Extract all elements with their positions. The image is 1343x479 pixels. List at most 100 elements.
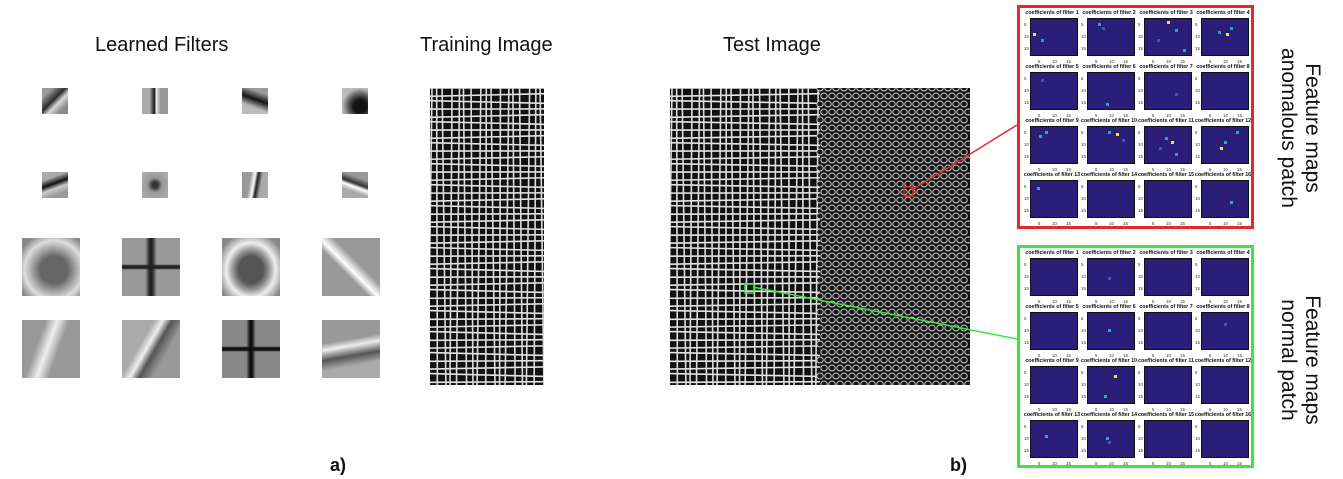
mesh-cell: [948, 220, 956, 228]
mesh-cell: [852, 108, 860, 116]
mesh-cell: [824, 132, 832, 140]
weave-thread: [758, 88, 764, 385]
mesh-cell: [940, 252, 948, 260]
mesh-cell: [836, 124, 844, 132]
mesh-cell: [836, 236, 844, 244]
mesh-cell: [836, 316, 844, 324]
mesh-cell: [932, 156, 940, 164]
mesh-cell: [816, 324, 824, 332]
mesh-cell: [876, 140, 884, 148]
mesh-cell: [848, 340, 856, 348]
feature-map-title: coefficients of filter 15: [1137, 412, 1195, 418]
mesh-cell: [908, 124, 916, 132]
mesh-cell: [884, 316, 892, 324]
mesh-cell: [908, 348, 916, 356]
mesh-cell: [820, 284, 828, 292]
x-tick-label: 15: [1237, 461, 1242, 466]
x-tick-label: 5: [1095, 221, 1098, 226]
weave-thread: [670, 240, 821, 244]
mesh-cell: [900, 124, 908, 132]
mesh-cell: [916, 364, 924, 372]
weave-thread: [430, 141, 544, 147]
y-tick-label: 15: [1195, 286, 1200, 291]
mesh-cell: [916, 348, 924, 356]
mesh-cell: [940, 204, 948, 212]
mesh-cell: [908, 332, 916, 340]
mesh-cell: [840, 132, 848, 140]
weave-thread: [793, 88, 799, 385]
activation-dot: [1167, 21, 1170, 24]
mesh-cell: [924, 156, 932, 164]
mesh-cell: [836, 332, 844, 340]
mesh-cell: [856, 132, 864, 140]
mesh-cell: [924, 172, 932, 180]
mesh-cell: [912, 308, 920, 316]
mesh-cell: [848, 116, 856, 124]
x-tick-label: 10: [1223, 59, 1228, 64]
mesh-cell: [892, 92, 900, 100]
mesh-cell: [864, 100, 872, 108]
mesh-cell: [868, 140, 876, 148]
weave-thread: [716, 88, 722, 385]
weave-thread: [539, 88, 544, 385]
mesh-cell: [900, 140, 908, 148]
mesh-cell: [912, 164, 920, 172]
activation-dot: [1122, 139, 1125, 142]
mesh-cell: [832, 164, 840, 172]
weave-thread: [670, 141, 821, 147]
mesh-cell: [964, 172, 970, 180]
mesh-cell: [928, 292, 936, 300]
y-tick-label: 15: [1024, 394, 1029, 399]
mesh-cell: [880, 292, 888, 300]
feature-map-title: coefficients of filter 4: [1196, 250, 1250, 256]
mesh-cell: [820, 140, 828, 148]
mesh-cell: [892, 108, 900, 116]
mesh-cell: [964, 332, 970, 340]
mesh-cell: [936, 340, 944, 348]
weave-thread: [430, 366, 544, 370]
mesh-cell: [932, 236, 940, 244]
mesh-cell: [924, 236, 932, 244]
mesh-cell: [916, 92, 924, 100]
mesh-cell: [964, 188, 970, 196]
feature-map-plot: [1201, 312, 1249, 350]
feature-map-plot: [1144, 312, 1192, 350]
mesh-cell: [912, 116, 920, 124]
mesh-cell: [868, 316, 876, 324]
x-tick-label: 5: [1038, 59, 1041, 64]
mesh-cell: [964, 108, 970, 116]
y-tick-label: 10: [1024, 274, 1029, 279]
weave-thread: [689, 88, 693, 385]
y-tick-label: 10: [1138, 34, 1143, 39]
mesh-cell: [940, 348, 948, 356]
mesh-cell: [876, 332, 884, 340]
mesh-cell: [896, 276, 904, 284]
y-tick-label: 15: [1081, 100, 1086, 105]
y-tick-label: 15: [1024, 286, 1029, 291]
y-tick-label: 5: [1081, 262, 1084, 267]
mesh-cell: [960, 212, 968, 220]
activation-dot: [1218, 31, 1221, 34]
mesh-cell: [952, 244, 960, 252]
x-tick-label: 15: [1123, 113, 1128, 118]
mesh-cell: [864, 244, 872, 252]
mesh-cell: [892, 284, 900, 292]
mesh-cell: [952, 292, 960, 300]
mesh-cell: [884, 204, 892, 212]
mesh-cell: [956, 124, 964, 132]
mesh-cell: [860, 92, 868, 100]
x-tick-label: 15: [1066, 59, 1071, 64]
y-tick-label: 15: [1081, 394, 1086, 399]
test-image: [670, 88, 970, 385]
mesh-cell: [952, 164, 960, 172]
weave-thread: [498, 88, 502, 385]
weave-thread: [430, 204, 544, 210]
x-tick-label: 5: [1152, 221, 1155, 226]
filter-patch: [42, 88, 68, 114]
mesh-cell: [932, 92, 940, 100]
weave-thread: [670, 162, 821, 168]
mesh-cell: [900, 108, 908, 116]
mesh-cell: [848, 276, 856, 284]
mesh-cell: [880, 260, 888, 268]
